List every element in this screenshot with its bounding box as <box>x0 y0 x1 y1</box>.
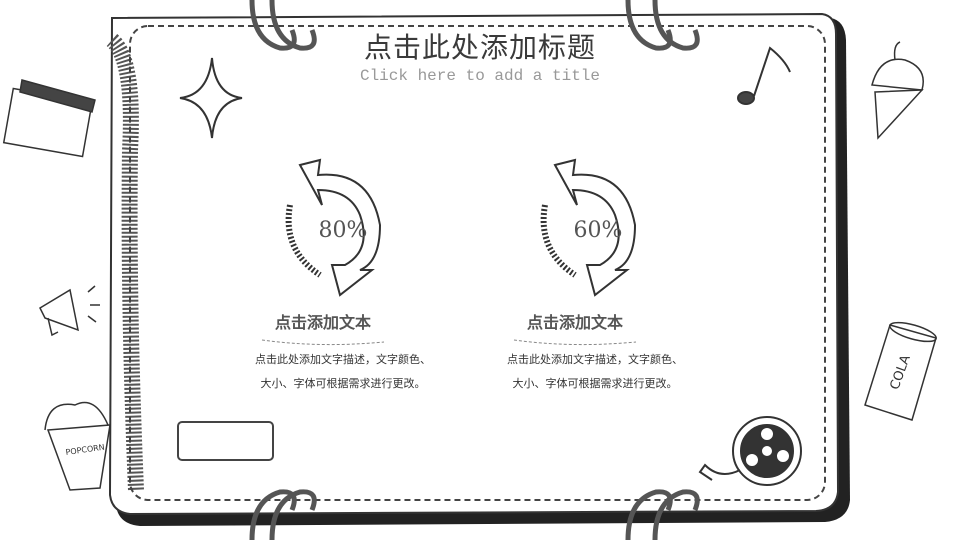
ice-cream-icon <box>871 41 924 140</box>
item-description-1[interactable]: 点击此处添加文字描述，文字颜色、 大小、字体可根据需求进行更改。 <box>233 348 453 396</box>
frame-board <box>108 12 840 516</box>
item-heading-2[interactable]: 点击添加文本 <box>526 313 623 332</box>
megaphone-icon <box>39 285 100 337</box>
slide-subtitle[interactable]: Click here to add a title <box>359 67 601 85</box>
binder-rings-bottom <box>249 489 700 540</box>
item-description-2[interactable]: 点击此处添加文字描述，文字颜色、 大小、字体可根据需求进行更改。 <box>485 348 705 396</box>
cycle-arrows-icon-2 <box>540 158 637 297</box>
sketch-label-box <box>177 421 274 461</box>
cycle-arrows-icon-1 <box>285 158 382 297</box>
desc-line: 点击此处添加文字描述，文字颜色、 <box>255 353 431 366</box>
frame-left-hatch <box>106 33 144 491</box>
cola-can-icon <box>864 321 937 421</box>
star-doodle-icon <box>179 57 243 139</box>
desc-line: 点击此处添加文字描述，文字颜色、 <box>507 353 683 366</box>
slide-title[interactable]: 点击此处添加标题 <box>363 31 596 64</box>
binder-rings-top <box>249 0 700 51</box>
film-reel-icon <box>698 416 802 486</box>
cola-label: COLA <box>888 353 914 392</box>
popcorn-icon <box>44 401 111 491</box>
desc-line: 大小、字体可根据需求进行更改。 <box>260 377 426 390</box>
item-heading-1[interactable]: 点击添加文本 <box>274 313 371 332</box>
percent-value-1: 80% <box>318 218 368 243</box>
clapperboard-icon <box>2 79 96 158</box>
popcorn-label: POPCORN <box>65 443 105 457</box>
desc-line: 大小、字体可根据需求进行更改。 <box>512 377 678 390</box>
percent-value-2: 60% <box>573 218 623 243</box>
music-note-icon <box>737 46 791 105</box>
dashed-border <box>129 25 826 501</box>
